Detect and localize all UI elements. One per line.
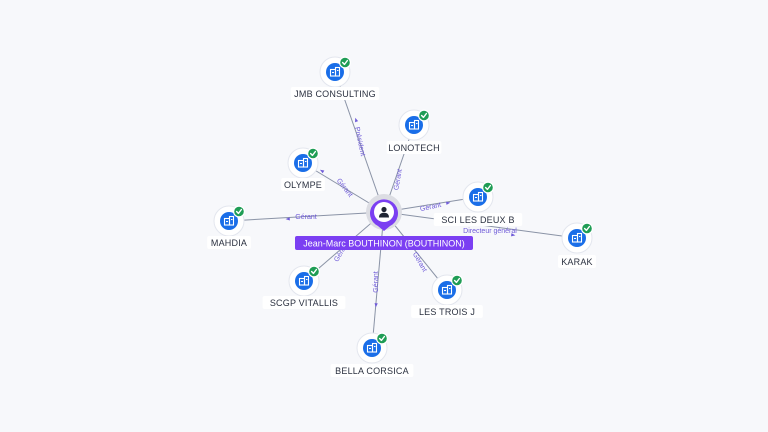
- company-label-lonotech: LONOTECH: [386, 141, 442, 154]
- building-icon: [298, 275, 310, 286]
- company-label: LES TROIS J: [419, 307, 475, 317]
- company-label-box: [330, 364, 414, 377]
- verified-check-icon: [307, 147, 320, 160]
- arrow-icon: [355, 117, 359, 123]
- arrow-icon: [319, 169, 325, 174]
- person-node[interactable]: Jean-Marc BOUTHINON (BOUTHINON): [295, 194, 473, 250]
- company-label: SCGP VITALLIS: [270, 298, 338, 308]
- company-label-box: [262, 296, 346, 309]
- company-label-mahdia: MAHDIA: [207, 236, 251, 249]
- edge-relation-label: Directeur général: [463, 228, 517, 235]
- person-label-box: [295, 236, 473, 250]
- edge-relation-label: Gérant: [335, 177, 354, 198]
- company-label: LONOTECH: [388, 143, 440, 153]
- building-icon: [329, 66, 341, 77]
- person-icon: [379, 206, 389, 218]
- verified-check-icon: [233, 205, 246, 218]
- edge-relation-label: Président: [353, 126, 366, 156]
- nodes-layer: JMB CONSULTING LONOTECH OLYMPE SCI LES DEUX…: [207, 56, 596, 377]
- company-node-karak[interactable]: [561, 222, 593, 254]
- company-label-olympe: OLYMPE: [281, 178, 325, 191]
- company-label-scgp-vitallis: SCGP VITALLIS: [262, 296, 346, 309]
- building-icon: [223, 215, 235, 226]
- verified-check-icon: [451, 274, 464, 287]
- building-icon: [297, 157, 309, 168]
- person-label: Jean-Marc BOUTHINON (BOUTHINON): [303, 239, 465, 249]
- company-label: JMB CONSULTING: [294, 89, 376, 99]
- company-node-bella-corsica[interactable]: [356, 332, 389, 364]
- company-label: MAHDIA: [211, 238, 247, 248]
- arrow-icon: [285, 217, 290, 221]
- company-label-box: [411, 305, 483, 318]
- edge-relation-label: Gérant: [393, 169, 404, 191]
- company-node-scgp-vitallis[interactable]: [288, 265, 321, 297]
- company-label: SCI LES DEUX B: [441, 215, 514, 225]
- edge-relation-label: Gérant: [373, 271, 380, 292]
- edge-line: [371, 211, 385, 349]
- company-label: KARAK: [561, 257, 593, 267]
- edge-line: [228, 211, 385, 222]
- company-label-box: [558, 255, 596, 268]
- edge-bella-corsica: Gérant: [371, 211, 385, 349]
- verified-check-icon: [580, 222, 593, 235]
- verified-check-icon: [339, 56, 352, 69]
- verified-check-icon: [418, 109, 431, 122]
- edge-relation-label: Gérant: [419, 202, 441, 213]
- arrow-icon: [374, 303, 378, 308]
- arrow-icon: [445, 201, 451, 205]
- company-label-bella-corsica: BELLA CORSICA: [330, 364, 414, 377]
- verified-check-icon: [482, 181, 495, 194]
- company-label-sci-les-deux-b: SCI LES DEUX B: [433, 213, 523, 226]
- building-icon: [408, 119, 420, 130]
- building-icon: [472, 191, 484, 202]
- company-label-box: [386, 141, 442, 154]
- building-icon: [366, 342, 378, 353]
- company-label: OLYMPE: [284, 180, 322, 190]
- company-node-les-trois-j[interactable]: [431, 274, 464, 306]
- edge-relation-label: Gérant: [295, 214, 316, 221]
- company-label-jmb-consulting: JMB CONSULTING: [290, 87, 380, 100]
- company-label-les-trois-j: LES TROIS J: [411, 305, 483, 318]
- company-node-mahdia[interactable]: [213, 205, 246, 237]
- company-label: BELLA CORSICA: [335, 366, 409, 376]
- building-icon: [441, 284, 453, 295]
- company-node-jmb-consulting[interactable]: [319, 56, 352, 88]
- company-label-box: [433, 213, 523, 226]
- company-label-box: [207, 236, 251, 249]
- arrow-icon: [511, 233, 516, 237]
- verified-check-icon: [308, 265, 321, 278]
- company-node-lonotech[interactable]: [398, 109, 431, 141]
- company-node-sci-les-deux-b[interactable]: [462, 181, 495, 213]
- building-icon: [571, 232, 583, 243]
- company-label-box: [281, 178, 325, 191]
- edge-mahdia: Gérant: [228, 211, 385, 222]
- company-label-box: [290, 87, 380, 100]
- company-label-karak: KARAK: [558, 255, 596, 268]
- verified-check-icon: [376, 332, 389, 345]
- company-node-olympe[interactable]: [287, 147, 320, 179]
